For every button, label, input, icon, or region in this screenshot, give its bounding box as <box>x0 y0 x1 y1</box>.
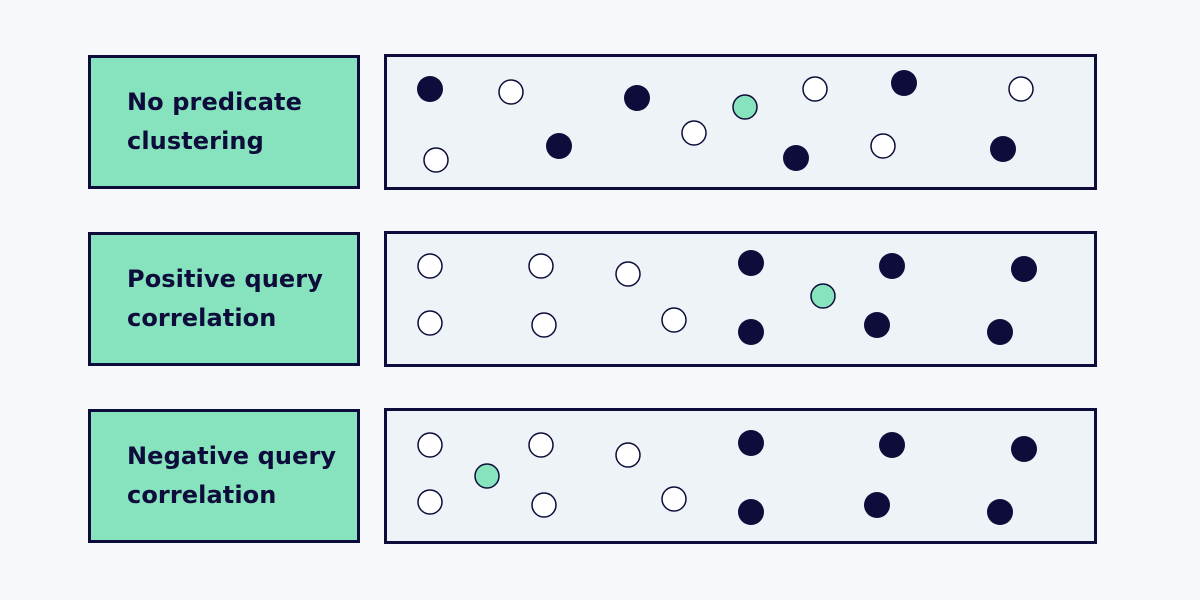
empty-dot <box>615 442 641 468</box>
row-label-line-2: clustering <box>127 127 264 155</box>
filled-dot <box>891 70 917 96</box>
filled-dot <box>987 319 1013 345</box>
highlighted-dot <box>732 94 758 120</box>
filled-dot <box>417 76 443 102</box>
empty-dot <box>661 307 687 333</box>
row-label-box: Positive query correlation <box>88 232 360 366</box>
row-label-line-2: correlation <box>127 481 277 509</box>
highlighted-dot <box>474 463 500 489</box>
empty-dot <box>531 312 557 338</box>
filled-dot <box>738 319 764 345</box>
filled-dot <box>738 430 764 456</box>
filled-dot <box>546 133 572 159</box>
filled-dot <box>987 499 1013 525</box>
empty-dot <box>417 253 443 279</box>
row-label: No predicate clustering <box>127 83 302 161</box>
empty-dot <box>417 310 443 336</box>
dot-panel-svg <box>417 250 1037 345</box>
filled-dot <box>990 136 1016 162</box>
filled-dot <box>864 492 890 518</box>
dot-panel <box>384 54 1097 190</box>
filled-dot <box>738 250 764 276</box>
row-label: Negative query correlation <box>127 437 336 515</box>
empty-dot <box>870 133 896 159</box>
empty-dot <box>528 432 554 458</box>
filled-dot <box>738 499 764 525</box>
empty-dot <box>802 76 828 102</box>
empty-dot <box>423 147 449 173</box>
row-label-line-1: No predicate <box>127 88 303 116</box>
row-label-line-2: correlation <box>127 304 277 332</box>
empty-dot <box>661 486 687 512</box>
empty-dot <box>498 79 524 105</box>
dot-panel <box>384 408 1097 544</box>
empty-dot <box>417 432 443 458</box>
filled-dot <box>879 432 905 458</box>
row-label-line-1: Positive query <box>127 265 323 293</box>
filled-dot <box>879 253 905 279</box>
highlighted-dot <box>810 283 836 309</box>
dot-panel-svg <box>417 430 1037 525</box>
empty-dot <box>528 253 554 279</box>
empty-dot <box>531 492 557 518</box>
empty-dot <box>681 120 707 146</box>
filled-dot <box>624 85 650 111</box>
row-label-box: No predicate clustering <box>88 55 360 189</box>
empty-dot <box>417 489 443 515</box>
filled-dot <box>1011 256 1037 282</box>
dot-panel <box>384 231 1097 367</box>
row-label: Positive query correlation <box>127 260 323 338</box>
filled-dot <box>783 145 809 171</box>
empty-dot <box>1008 76 1034 102</box>
dot-panel-svg <box>417 70 1034 173</box>
filled-dot <box>1011 436 1037 462</box>
row-label-box: Negative query correlation <box>88 409 360 543</box>
empty-dot <box>615 261 641 287</box>
filled-dot <box>864 312 890 338</box>
row-label-line-1: Negative query <box>127 442 337 470</box>
